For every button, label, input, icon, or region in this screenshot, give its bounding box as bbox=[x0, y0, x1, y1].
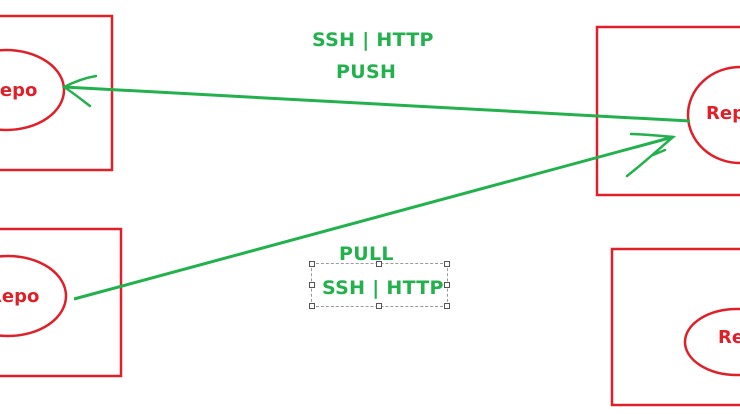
pull-arrow-line bbox=[73, 135, 674, 301]
push-arrowhead bbox=[61, 74, 98, 108]
resize-handle-tl[interactable] bbox=[309, 261, 315, 267]
resize-handle-tr[interactable] bbox=[444, 261, 450, 267]
resize-handle-mr[interactable] bbox=[444, 282, 450, 288]
top-left-repo-label: Repo bbox=[0, 80, 38, 101]
bottom-right-box bbox=[610, 247, 740, 407]
top-left-repo-ellipse bbox=[0, 48, 66, 132]
push-arrow-line bbox=[63, 85, 691, 123]
bottom-left-repo-label: Repo bbox=[0, 286, 40, 307]
pull-protocol-label: SSH | HTTP bbox=[322, 277, 444, 299]
push-protocol-label: SSH | HTTP bbox=[312, 29, 434, 51]
top-right-repo-label: Repo bbox=[706, 103, 740, 124]
pull-arrowhead-accent bbox=[651, 148, 667, 157]
top-left-box bbox=[0, 14, 114, 172]
resize-handle-bl[interactable] bbox=[309, 303, 315, 309]
push-action-label: PUSH bbox=[336, 61, 397, 83]
bottom-left-repo-ellipse bbox=[0, 254, 68, 338]
top-right-repo-ellipse bbox=[686, 65, 740, 165]
pull-action-label: PULL bbox=[339, 243, 394, 265]
resize-handle-br[interactable] bbox=[444, 303, 450, 309]
bottom-right-repo-ellipse bbox=[683, 307, 740, 377]
bottom-right-repo-label: Re bbox=[718, 327, 740, 348]
resize-handle-tc[interactable] bbox=[376, 261, 382, 267]
pull-arrowhead bbox=[625, 132, 677, 178]
bottom-left-box bbox=[0, 227, 123, 378]
resize-handle-ml[interactable] bbox=[309, 282, 315, 288]
resize-handle-bc[interactable] bbox=[376, 303, 382, 309]
selected-text-box[interactable]: SSH | HTTP bbox=[309, 261, 450, 309]
top-right-box bbox=[595, 25, 740, 197]
